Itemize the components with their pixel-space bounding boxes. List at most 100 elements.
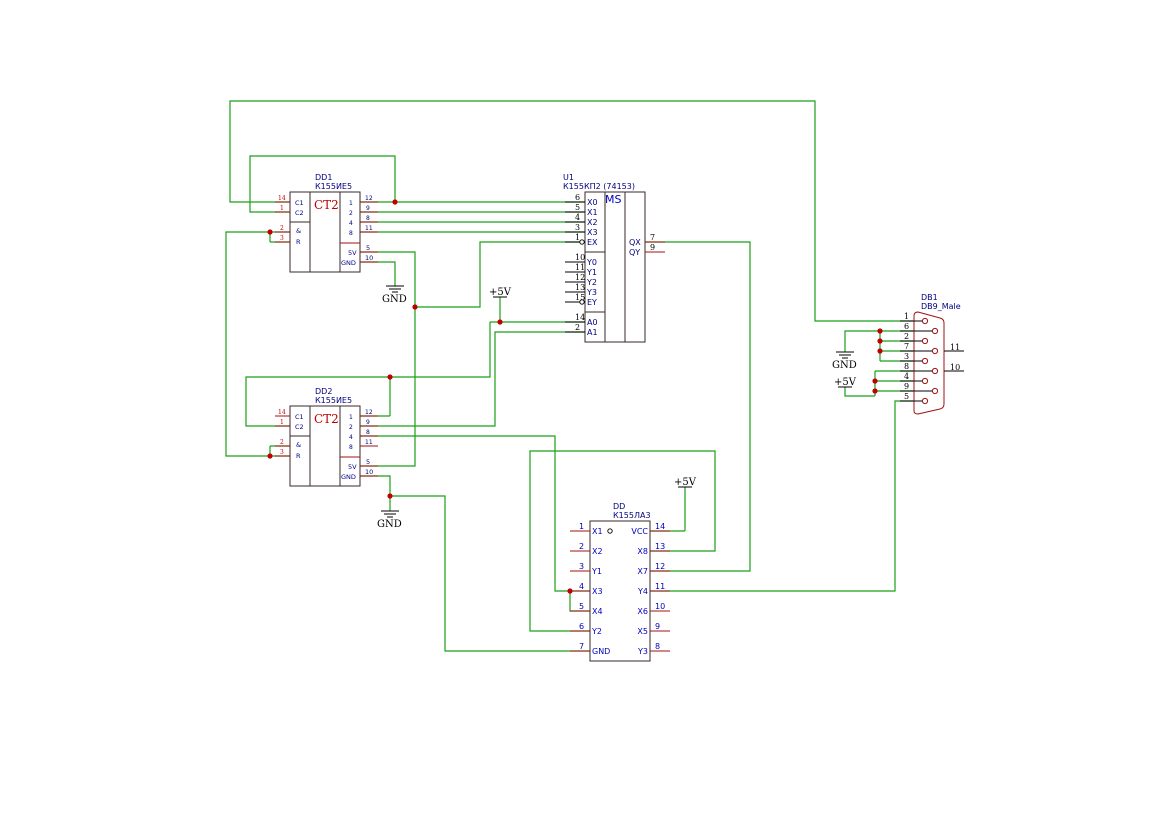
dd1-pin-11: 11 <box>365 225 373 232</box>
junction-dot <box>877 348 883 354</box>
wire-ex <box>415 241 580 308</box>
vcc-symbol: +5V <box>489 287 512 298</box>
dd2-pin-3: 3 <box>280 449 284 456</box>
dd1-pin-3: 3 <box>280 235 284 242</box>
junctions <box>267 199 883 594</box>
db1-contact <box>921 377 929 385</box>
wire-db-gnd <box>844 330 913 352</box>
u1-pin-9: 9 <box>650 243 655 252</box>
db1-contact <box>931 327 939 335</box>
db1-contact <box>921 397 929 405</box>
db1-pin-num: 2 <box>904 332 909 341</box>
dd2-lbl-gnd: GND <box>341 473 356 481</box>
db1-pin-num: 7 <box>904 342 909 351</box>
wire-x8-y2 <box>529 450 716 632</box>
dd-left-pin-num: 6 <box>579 622 584 631</box>
dd-right-pin-label: Y3 <box>637 647 648 656</box>
vcc-symbol: +5V <box>834 377 857 388</box>
u1-pin-num: 3 <box>575 223 580 232</box>
junction-dot <box>267 229 273 235</box>
u1-pin-label: Y1 <box>586 268 597 277</box>
dd1-weight-2: 2 <box>349 210 353 217</box>
db1-contact <box>921 357 929 365</box>
chip-u1[interactable]: U1 К155КП2 (74153) MS 6X05X14X23X31EX10Y… <box>563 173 665 343</box>
gnd-symbol: GND <box>832 351 857 371</box>
wire-dd2-gnd <box>360 475 391 511</box>
dd1-weight-4: 4 <box>349 220 353 227</box>
u1-pin-7: 7 <box>650 233 655 242</box>
dd1-pin-5: 5 <box>366 244 370 252</box>
gnd-symbol: GND <box>382 285 407 305</box>
db1-pin-num: 6 <box>904 322 909 331</box>
chip-dd2[interactable]: DD2 К155ИЕ5 CT2 14 1 2 3 C1 C2 & R 1 2 4… <box>275 387 378 487</box>
db1-contact <box>931 347 939 355</box>
u1-pin-label: EX <box>587 238 598 247</box>
dd2-lbl-c1: C1 <box>295 413 304 421</box>
dd2-pin-1: 1 <box>280 419 284 426</box>
u1-inputs: 6X05X14X23X31EX10Y011Y112Y213Y315EY14A02… <box>565 193 598 337</box>
dd-right-pin-num: 12 <box>655 562 665 571</box>
u1-pin-num: 10 <box>575 253 585 262</box>
dd2-kind: CT2 <box>314 412 339 426</box>
wire-db-vcc <box>844 387 875 397</box>
chip-dd1[interactable]: DD1 К155ИЕ5 CT2 14 1 2 3 C1 C2 & R 1 2 4… <box>275 173 378 273</box>
dd2-lbl-r: R <box>296 452 301 460</box>
wire-a0-dd2 <box>245 322 491 427</box>
u1-kind: MS <box>605 193 621 206</box>
dd1-value: К155ИЕ5 <box>315 182 352 191</box>
junction-dot <box>387 374 393 380</box>
dd-left-pin-label: X4 <box>592 607 603 616</box>
dd-left-pin-num: 3 <box>579 562 584 571</box>
u1-pin-label: X1 <box>587 208 598 217</box>
dd-left-pin-label: X2 <box>592 547 603 556</box>
wire-y4 <box>650 400 913 592</box>
dd2-weight-8: 8 <box>349 444 353 451</box>
dd-left-pin-label: GND <box>592 647 610 656</box>
db1-ref: DB1 <box>921 293 938 302</box>
db1-contact <box>921 337 929 345</box>
junction-dot <box>267 453 273 459</box>
junction-dot <box>877 328 883 334</box>
u1-pin-label: EY <box>587 298 597 307</box>
dd2-weight-2: 2 <box>349 424 353 431</box>
dd2-ref: DD2 <box>315 387 332 396</box>
wire-reset-bus <box>225 231 290 457</box>
db1-pin-10: 10 <box>950 363 960 372</box>
dd1-pin-12: 12 <box>365 195 373 202</box>
u1-lbl-qy: QY <box>629 248 640 257</box>
dd-left-pin-num: 5 <box>579 602 584 611</box>
dd-right-pin-num: 14 <box>655 522 665 531</box>
dd2-pin-14: 14 <box>278 409 286 416</box>
dd-right-pin-label: X5 <box>637 627 648 636</box>
dd-left-pin-label: Y1 <box>591 567 602 576</box>
vcc-label: +5V <box>489 287 512 298</box>
dd-right-pin-label: X8 <box>637 547 648 556</box>
db1-pin-11: 11 <box>950 343 960 352</box>
db1-value: DB9_Male <box>921 302 961 311</box>
power-symbols: GND GND GND +5V +5V +5V <box>377 285 857 530</box>
dd-right-pin-label: VCC <box>631 527 648 536</box>
dd2-pin-2: 2 <box>280 439 284 446</box>
dd-left-pin-label: Y2 <box>591 627 602 636</box>
db1-pin-num: 4 <box>904 372 909 381</box>
u1-pin-label: X3 <box>587 228 598 237</box>
dd1-ref: DD1 <box>315 173 332 182</box>
dd1-pin-8: 8 <box>366 215 370 222</box>
junction-dot <box>872 378 878 384</box>
u1-pin-num: 6 <box>575 193 580 202</box>
dd-right-pin-label: X6 <box>637 607 648 616</box>
dd1-lbl-c1: C1 <box>295 199 304 207</box>
dd-right-pin-num: 10 <box>655 602 665 611</box>
dd2-pin-12: 12 <box>365 409 373 416</box>
dd-right-pin-num: 9 <box>655 622 660 631</box>
db1-contact <box>921 317 929 325</box>
dd-left-pin-num: 7 <box>579 642 584 651</box>
u1-pin-num: 11 <box>575 263 585 272</box>
dd2-pin-9: 9 <box>366 419 370 426</box>
u1-pin-num: 12 <box>575 273 585 282</box>
dd1-pin-2: 2 <box>280 225 284 232</box>
